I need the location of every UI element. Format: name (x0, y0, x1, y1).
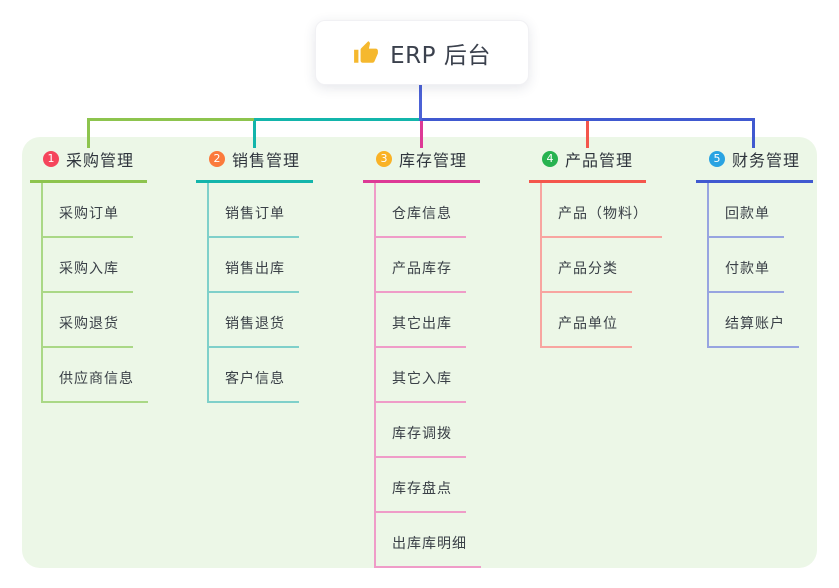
child-node[interactable]: 仓库信息 (376, 183, 466, 238)
connector-drop-1 (86, 120, 90, 148)
branch-5: 5 财务管理回款单付款单结算账户 (696, 147, 813, 348)
root-title: ERP 后台 (390, 42, 491, 69)
child-node[interactable]: 采购退货 (43, 293, 133, 348)
child-node[interactable]: 出库库明细 (376, 513, 481, 568)
connector-drop-4 (585, 120, 589, 148)
child-node[interactable]: 产品单位 (542, 293, 632, 348)
connector-rail-blue (419, 118, 755, 121)
branch-2: 2 销售管理销售订单销售出库销售退货客户信息 (196, 147, 313, 403)
child-node[interactable]: 销售订单 (209, 183, 299, 238)
child-node[interactable]: 库存盘点 (376, 458, 466, 513)
branch-node[interactable]: 2 销售管理 (196, 147, 313, 183)
child-node[interactable]: 采购订单 (43, 183, 133, 238)
branch-label: 产品管理 (564, 151, 633, 170)
branch-node[interactable]: 4 产品管理 (529, 147, 646, 183)
branch-number-badge: 5 (708, 151, 725, 167)
child-node[interactable]: 其它入库 (376, 348, 466, 403)
branch-4: 4 产品管理产品（物料）产品分类产品单位 (529, 147, 662, 348)
branch-number-badge: 1 (42, 151, 59, 167)
connector-drop-3 (419, 120, 423, 148)
child-node[interactable]: 销售出库 (209, 238, 299, 293)
child-node[interactable]: 其它出库 (376, 293, 466, 348)
child-node[interactable]: 销售退货 (209, 293, 299, 348)
child-node[interactable]: 产品库存 (376, 238, 466, 293)
branch-children: 销售订单销售出库销售退货客户信息 (207, 183, 313, 403)
child-node[interactable]: 供应商信息 (43, 348, 148, 403)
thumbs-up-icon (354, 40, 379, 63)
branch-number-badge: 2 (208, 151, 225, 167)
branch-node[interactable]: 1 采购管理 (30, 147, 147, 183)
child-node[interactable]: 产品分类 (542, 238, 632, 293)
branch-number-badge: 3 (375, 151, 392, 167)
connector-drop-2 (252, 120, 256, 148)
branch-children: 采购订单采购入库采购退货供应商信息 (41, 183, 148, 403)
branch-node[interactable]: 3 库存管理 (363, 147, 480, 183)
child-node[interactable]: 产品（物料） (542, 183, 662, 238)
branch-children: 回款单付款单结算账户 (707, 183, 813, 348)
branch-children: 产品（物料）产品分类产品单位 (540, 183, 662, 348)
connector-trunk (419, 82, 422, 121)
branch-label: 采购管理 (65, 151, 134, 170)
child-node[interactable]: 付款单 (709, 238, 784, 293)
connector-rail-teal (254, 118, 420, 121)
branch-3: 3 库存管理仓库信息产品库存其它出库其它入库库存调拨库存盘点出库库明细 (363, 147, 481, 568)
branch-children: 仓库信息产品库存其它出库其它入库库存调拨库存盘点出库库明细 (374, 183, 481, 568)
child-node[interactable]: 库存调拨 (376, 403, 466, 458)
branch-label: 库存管理 (398, 151, 467, 170)
child-node[interactable]: 回款单 (709, 183, 784, 238)
connector-drop-5 (751, 120, 755, 148)
child-node[interactable]: 结算账户 (709, 293, 799, 348)
connector-rail-green (87, 118, 255, 121)
branch-label: 销售管理 (231, 151, 300, 170)
branch-number-badge: 4 (541, 151, 558, 167)
root-node[interactable]: ERP 后台 (315, 20, 529, 85)
child-node[interactable]: 采购入库 (43, 238, 133, 293)
child-node[interactable]: 客户信息 (209, 348, 299, 403)
branch-label: 财务管理 (731, 151, 800, 170)
branch-1: 1 采购管理采购订单采购入库采购退货供应商信息 (30, 147, 148, 403)
branch-node[interactable]: 5 财务管理 (696, 147, 813, 183)
mindmap-panel (22, 137, 817, 568)
